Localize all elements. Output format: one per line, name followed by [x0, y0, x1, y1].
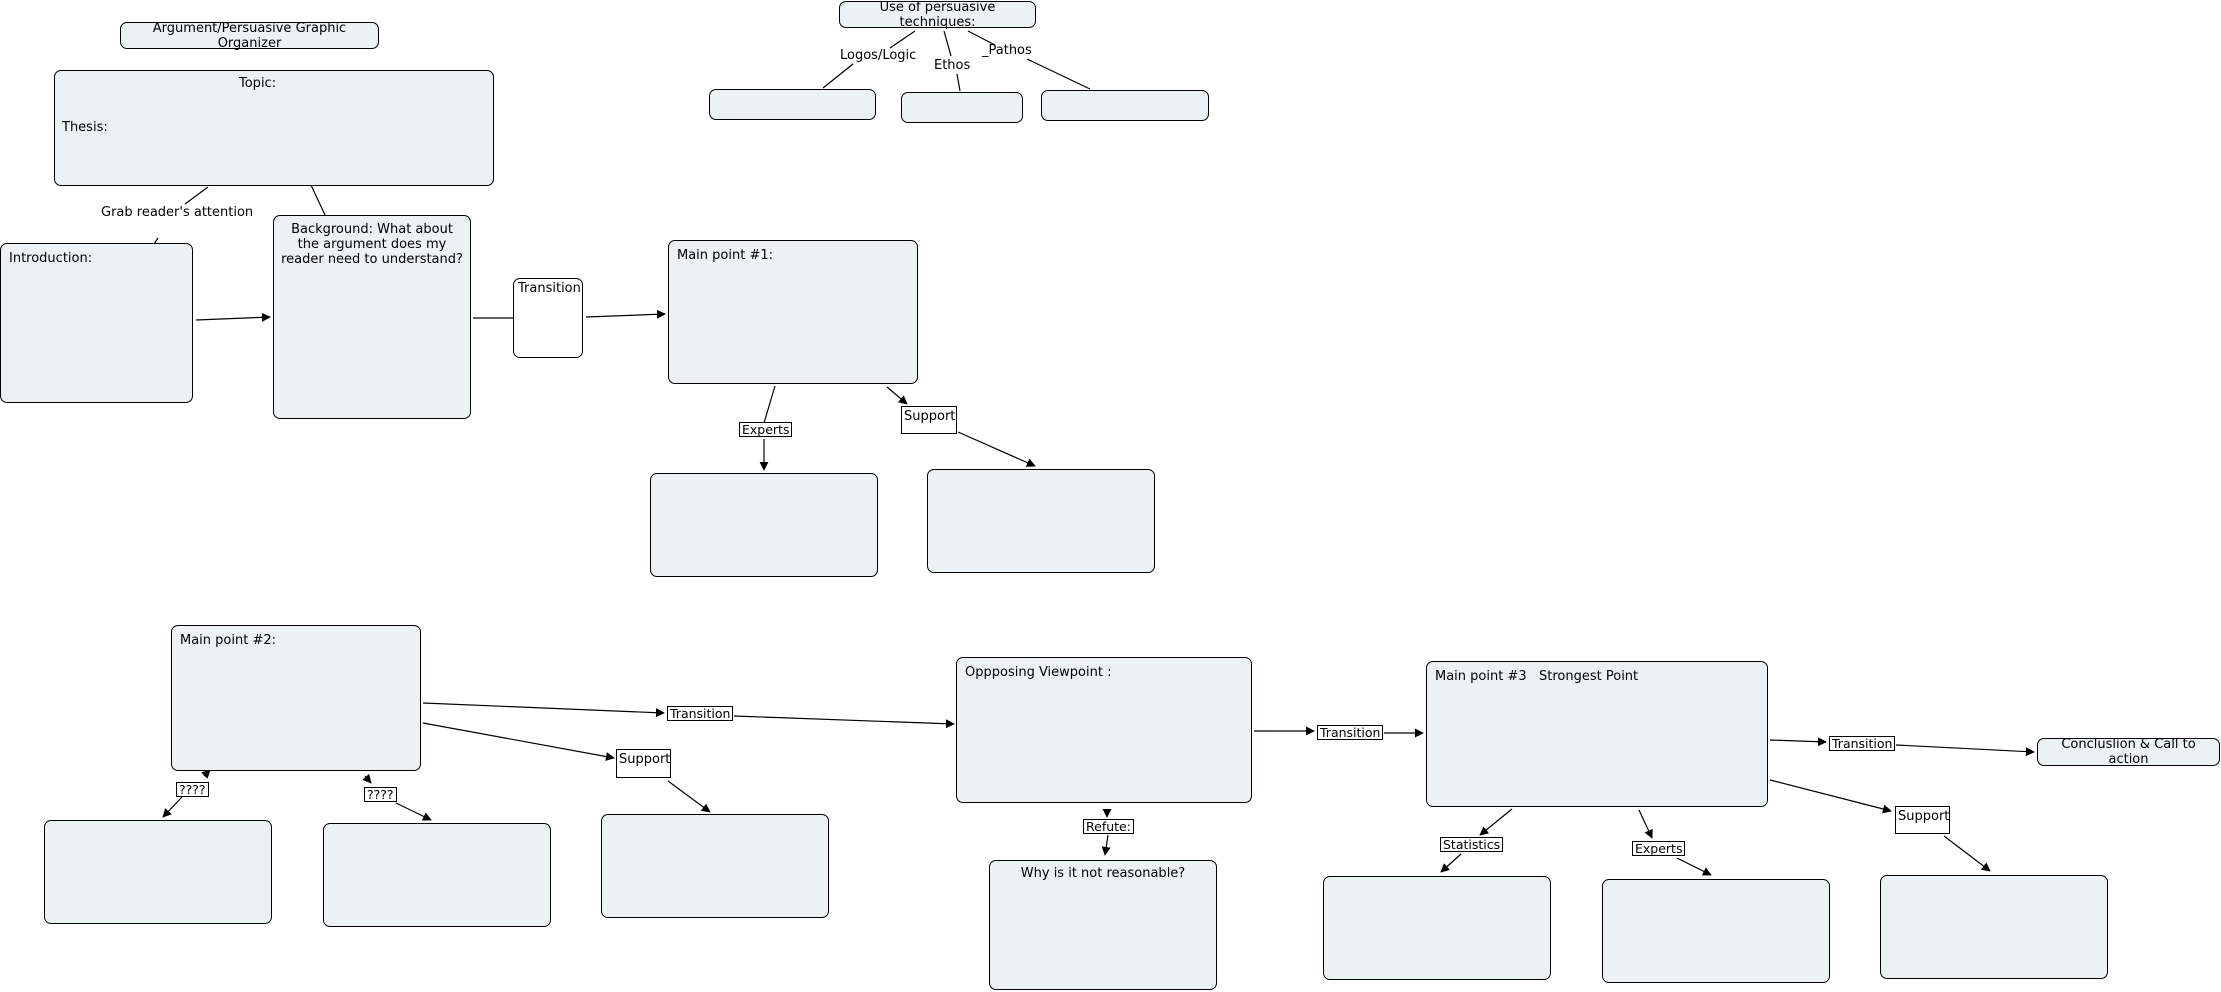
ethos-box[interactable] — [901, 92, 1023, 123]
logos-label: Logos/Logic — [840, 48, 917, 63]
introduction-box[interactable]: Introduction: — [0, 243, 193, 403]
edge-q1-box — [162, 796, 183, 818]
experts-label-1: Experts — [739, 422, 793, 437]
unknown-label-2: ???? — [364, 787, 397, 802]
support-box-3[interactable] — [1880, 875, 2108, 979]
opposing-viewpoint-box[interactable]: Oppposing Viewpoint : — [956, 657, 1252, 803]
why-not-reasonable-box[interactable]: Why is it not reasonable? — [989, 860, 1217, 990]
edge-main3-support — [1769, 779, 1892, 814]
edge-experts3-box — [1676, 857, 1712, 876]
edge-main2-q2 — [362, 773, 372, 784]
edge-q2-box — [395, 802, 432, 821]
main-point-1-box[interactable]: Main point #1: — [668, 240, 918, 384]
edge-techniques-logos — [889, 30, 916, 49]
edge-techniques-pathos — [967, 30, 996, 46]
statistics-label: Statistics — [1440, 837, 1504, 852]
transition-label-2: Transition — [667, 706, 734, 721]
techniques-header: Use of persuasive techniques: — [839, 0, 1036, 30]
edge-topic-grab — [184, 186, 209, 205]
refute-label: Refute: — [1083, 819, 1134, 834]
logos-box[interactable] — [709, 89, 876, 120]
edge-refute-why — [1101, 834, 1111, 856]
experts-label-3: Experts — [1632, 841, 1686, 856]
transition-label-3: Transition — [1317, 725, 1384, 740]
edge-pathos-box — [1026, 58, 1091, 90]
edge-main2-transition — [422, 702, 665, 718]
experts-box-1[interactable] — [650, 473, 878, 577]
ethos-label: Ethos — [934, 58, 971, 73]
unknown-box-2[interactable] — [323, 823, 551, 927]
edge-main2-q1 — [201, 769, 211, 779]
pathos-box[interactable] — [1041, 90, 1209, 121]
transition-box-1[interactable]: Transition — [513, 278, 583, 358]
edge-main1-support — [886, 386, 908, 405]
edge-intro-background — [195, 312, 271, 322]
edge-support-box — [957, 431, 1036, 467]
edge-transition-opposing — [733, 715, 955, 729]
edge-support3-box — [1943, 835, 1991, 872]
grab-attention-label: Grab reader's attention — [101, 205, 254, 220]
edge-support2-box — [667, 780, 711, 813]
support-box-2[interactable] — [601, 814, 829, 918]
support-box-1[interactable] — [927, 469, 1155, 573]
edge-transition-main1 — [585, 309, 666, 319]
edge-main3-statistics — [1479, 808, 1513, 836]
background-box[interactable]: Background: What about the argument does… — [273, 215, 471, 419]
topic-thesis-box[interactable]: Topic: Thesis: — [54, 70, 494, 186]
edge-ethos-box — [956, 73, 961, 92]
experts-box-3[interactable] — [1602, 879, 1830, 983]
pathos-label: _Pathos — [982, 43, 1032, 58]
transition-label-4: Transition — [1829, 736, 1896, 751]
unknown-box-1[interactable] — [44, 820, 272, 924]
edge-logos-box — [822, 63, 854, 89]
edge-main3-experts — [1638, 809, 1653, 839]
statistics-box[interactable] — [1323, 876, 1551, 980]
main-point-3-box[interactable]: Main point #3 Strongest Point — [1426, 661, 1768, 807]
edge-main1-experts — [763, 385, 776, 424]
topic-label: Topic: — [239, 76, 277, 91]
conclusion-box[interactable]: Concluslion & Call to action — [2037, 737, 2220, 767]
edge-transition-conclusion — [1895, 744, 2035, 757]
unknown-label-1: ???? — [176, 782, 209, 797]
support-label-1: Support — [901, 406, 957, 434]
support-label-2: Support — [616, 749, 671, 778]
thesis-label: Thesis: — [62, 120, 108, 135]
edge-main3-transition — [1769, 737, 1827, 747]
main-point-2-box[interactable]: Main point #2: — [171, 625, 421, 771]
edge-statistics-box — [1440, 853, 1462, 873]
edge-main2-support — [422, 722, 615, 761]
organizer-title: Argument/Persuasive Graphic Organizer — [120, 21, 379, 51]
edge-topic-background — [310, 184, 326, 216]
edge-techniques-ethos — [943, 30, 952, 57]
support-label-3: Support — [1895, 806, 1950, 834]
